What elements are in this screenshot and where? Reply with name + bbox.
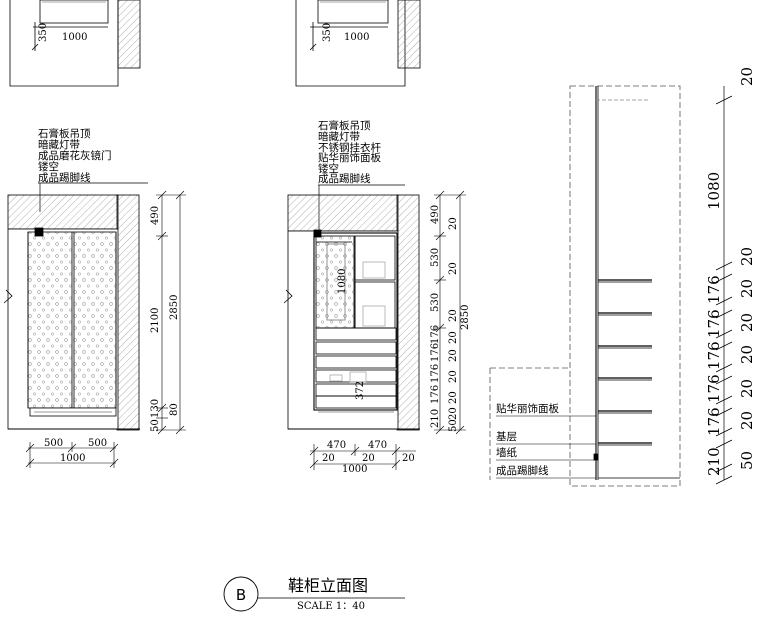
elev1-dim-490: 490: [150, 206, 161, 225]
elevation-2-notes: 石膏板吊顶 暗藏灯带 不锈钢挂衣杆 贴华丽饰面板 镂空 成品踢脚线: [318, 119, 405, 240]
elev1-note-2: 暗藏灯带: [38, 138, 80, 151]
section-dim-176-1: 176: [705, 275, 723, 304]
elev2-dim-20-d: 20: [448, 331, 459, 344]
elev1-note-3: 成品磨花灰镜门: [38, 149, 112, 162]
elevation-1-right-dims: [156, 190, 186, 435]
elev1-dim-500-a: 500: [44, 438, 63, 449]
section-dim-20-1: 20: [738, 247, 756, 266]
elev2-dim-1080: 1080: [337, 269, 348, 294]
elev2-dim-176-a: 176: [430, 325, 441, 344]
elev1-dim-2100: 2100: [150, 308, 161, 333]
section-dim-176-5: 176: [705, 407, 723, 436]
section-notes: 贴华丽饰面板 基层 墙纸 成品踢脚线: [496, 402, 596, 479]
elevation-1-bottom-dims: [25, 442, 119, 468]
top-mid-dim-350: 350: [322, 23, 333, 42]
elev1-dim-80: 80: [169, 403, 180, 416]
section-note-3: 墙纸: [496, 446, 517, 459]
top-detail-middle: [295, 0, 421, 87]
section-body: [489, 85, 681, 487]
section-dim-176-2: 176: [705, 309, 723, 338]
section-dim-176-4: 176: [705, 374, 723, 403]
section-note-4: 成品踢脚线: [496, 464, 549, 477]
elev1-note-4: 镂空: [38, 160, 59, 173]
elev2-dim-20-b: 20: [448, 262, 459, 275]
top-left-dim-350: 350: [38, 23, 49, 42]
section-note-2: 基层: [496, 430, 517, 443]
section-dim-210: 210: [705, 447, 723, 476]
elev2-dim-530-b: 530: [430, 293, 441, 312]
elev1-note-1: 石膏板吊顶: [38, 127, 91, 140]
elev2-dim-530-a: 530: [430, 248, 441, 267]
elev2-dim-20-mid: 20: [362, 453, 375, 464]
section-dim-20-top: 20: [738, 67, 756, 86]
elev2-note-6: 成品踢脚线: [318, 172, 371, 185]
elev1-dim-130: 130: [150, 399, 161, 418]
elev2-dim-50: 50: [448, 419, 459, 432]
title-letter: B: [236, 586, 246, 604]
section-dim-20-5: 20: [738, 379, 756, 398]
elev2-note-3: 不锈钢挂衣杆: [318, 141, 381, 154]
elev2-dim-20-a: 20: [448, 217, 459, 230]
elev1-dim-50: 50: [150, 419, 161, 432]
elev1-note-5: 成品踢脚线: [38, 171, 91, 184]
title-circle: [223, 576, 259, 612]
section-dim-1080: 1080: [705, 172, 723, 210]
elev2-note-5: 镂空: [318, 162, 339, 175]
section-note-1: 贴华丽饰面板: [496, 402, 559, 415]
drawing-scale: SCALE 1：40: [297, 601, 365, 612]
elev2-dim-2850: 2850: [460, 305, 471, 330]
title-block: B 鞋柜立面图 SCALE 1：40: [223, 576, 405, 612]
elev2-dim-372: 372: [355, 381, 366, 400]
top-detail-left: [9, 0, 141, 87]
section-dim-20-3: 20: [738, 313, 756, 332]
elev2-note-1: 石膏板吊顶: [318, 119, 371, 132]
elev2-dim-20-g: 20: [448, 391, 459, 404]
top-mid-dim-1000: 1000: [344, 32, 369, 43]
elev2-note-2: 暗藏灯带: [318, 130, 360, 143]
elev2-dim-470-b: 470: [368, 440, 387, 451]
elev2-dim-20-f: 20: [448, 370, 459, 383]
elevation-2-right-dims: [434, 190, 466, 435]
top-left-dim-1000: 1000: [62, 32, 87, 43]
elev2-dim-20-left: 20: [322, 453, 335, 464]
elev2-dim-176-c: 176: [430, 364, 441, 383]
elevation-2-body: [283, 194, 420, 431]
section-dim-20-2: 20: [738, 279, 756, 298]
elev2-dim-20-c: 20: [448, 309, 459, 322]
elevation-1-body: [3, 194, 140, 431]
elev2-dim-20-right: 20: [402, 453, 415, 464]
elev1-dim-2850: 2850: [169, 295, 180, 320]
section-dim-20-4: 20: [738, 345, 756, 364]
elev2-dim-20-e: 20: [448, 349, 459, 362]
elev2-dim-176-b: 176: [430, 343, 441, 362]
elevation-1-notes: 石膏板吊顶 暗藏灯带 成品磨花灰镜门 镂空 成品踢脚线: [38, 127, 148, 212]
section-dim-20-6: 20: [738, 411, 756, 430]
elev2-dim-490: 490: [430, 205, 441, 224]
elev1-dim-1000: 1000: [60, 453, 85, 464]
elev2-dim-1000: 1000: [342, 464, 367, 475]
elevation-2-bottom-dims: [309, 444, 416, 470]
section-dim-176-3: 176: [705, 341, 723, 370]
section-dim-50: 50: [738, 451, 756, 470]
elev1-dim-500-b: 500: [88, 438, 107, 449]
elev2-dim-20-h: 20: [448, 407, 459, 420]
elev2-dim-210: 210: [430, 409, 441, 428]
section-right-dims: [715, 86, 733, 485]
elev2-note-4: 贴华丽饰面板: [318, 151, 381, 164]
elev2-dim-176-d: 176: [430, 385, 441, 404]
drawing-title: 鞋柜立面图: [288, 576, 368, 595]
elev2-dim-470-a: 470: [327, 440, 346, 451]
